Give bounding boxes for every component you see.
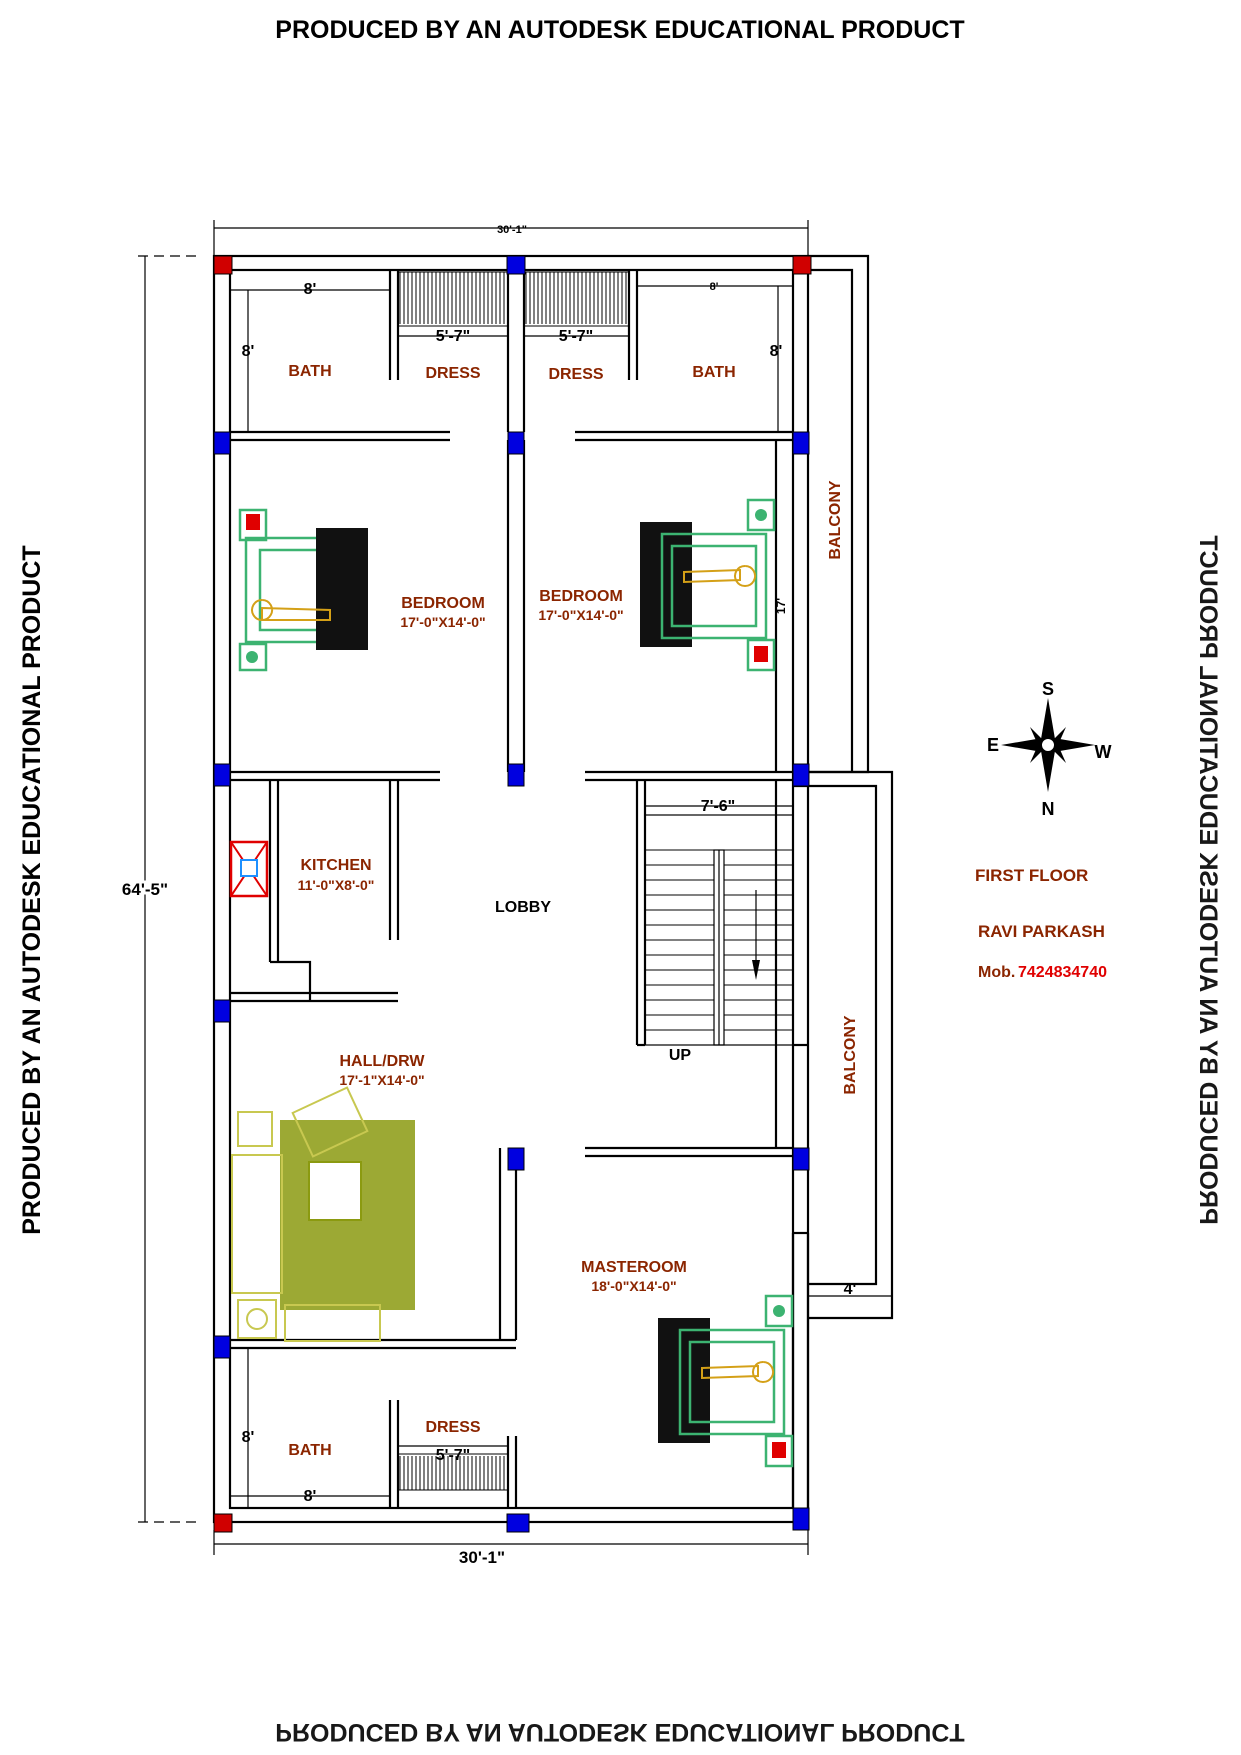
bed-right	[640, 498, 776, 672]
dim-bath-left-height: 8'	[242, 343, 255, 360]
label-bedroom-left: BEDROOM	[401, 595, 485, 612]
columns	[213, 255, 812, 1533]
dim-bath-left-width: 8'	[304, 281, 317, 298]
label-hall: HALL/DRW	[339, 1053, 425, 1070]
room-labels: BATH DRESS DRESS BATH BEDROOM 17'-0"X14'…	[288, 363, 859, 1459]
mobile-label: Mob.	[978, 964, 1015, 981]
label-bath-top-left: BATH	[288, 363, 331, 380]
label-kitchen: KITCHEN	[300, 857, 371, 874]
label-master-room: MASTEROOM	[581, 1259, 687, 1276]
title-info: FIRST FLOOR RAVI PARKASH Mob. 7424834740	[975, 866, 1107, 981]
dim-bottom-bath-width: 8'	[304, 1488, 317, 1505]
dim-balcony-offset: 4'	[844, 1281, 857, 1298]
label-dress-top-left: DRESS	[425, 365, 480, 382]
hall-sofa-set	[231, 1086, 415, 1342]
bed-left	[238, 508, 368, 672]
dim-dress-left-width: 5'-7"	[436, 328, 471, 345]
label-lobby: LOBBY	[495, 899, 551, 916]
floor-label: FIRST FLOOR	[975, 866, 1088, 885]
dim-dress-right-width: 5'-7"	[559, 328, 594, 345]
compass-south: S	[1042, 679, 1054, 699]
compass-east: E	[987, 735, 999, 755]
label-bath-top-right: BATH	[692, 364, 735, 381]
watermark-bottom-mirrored: PRODUCED BY AN AUTODESK EDUCATIONAL PROD…	[275, 1718, 964, 1746]
label-bedroom-right-size: 17'-0"X14'-0"	[538, 607, 623, 623]
label-dress-bottom: DRESS	[425, 1419, 480, 1436]
dim-top-width: 30'-1"	[497, 224, 527, 236]
compass-west: W	[1095, 742, 1112, 762]
kitchen-stove	[229, 840, 269, 898]
dim-bottom-width: 30'-1"	[459, 1548, 505, 1567]
bed-master	[658, 1294, 794, 1468]
dim-bottom-bath-height: 8'	[242, 1429, 255, 1446]
watermark-right-mirrored: PRODUCED BY AN AUTODESK EDUCATIONAL PROD…	[1194, 535, 1222, 1224]
watermark-top: PRODUCED BY AN AUTODESK EDUCATIONAL PROD…	[275, 16, 964, 44]
mobile-number: 7424834740	[1018, 964, 1107, 981]
label-balcony-top: BALCONY	[827, 480, 844, 559]
compass-north: N	[1042, 799, 1055, 819]
label-master-room-size: 18'-0"X14'-0"	[591, 1278, 676, 1294]
label-balcony-bottom: BALCONY	[842, 1015, 859, 1094]
label-bath-bottom: BATH	[288, 1442, 331, 1459]
dim-overall-depth: 64'-5"	[122, 880, 168, 899]
label-bedroom-right: BEDROOM	[539, 588, 623, 605]
overall-dimensions: 30'-1" 30'-1" 64'-5"	[119, 220, 809, 1567]
compass-rose: S N E W	[987, 679, 1112, 819]
label-hall-size: 17'-1"X14'-0"	[339, 1072, 424, 1088]
inner-dimensions: 8' 8' 5'-7" 5'-7" 8' 8' 17' 7'-6" 4' 8' …	[230, 281, 892, 1508]
label-dress-top-right: DRESS	[548, 366, 603, 383]
dim-stair-width: 7'-6"	[701, 798, 736, 815]
interior-walls	[230, 270, 810, 1508]
label-kitchen-size: 11'-0"X8'-0"	[298, 877, 375, 893]
label-bedroom-left-size: 17'-0"X14'-0"	[400, 614, 485, 630]
dim-bedroom-right-height: 17'	[774, 598, 788, 614]
owner-name: RAVI PARKASH	[978, 922, 1105, 941]
dim-bottom-dress-width: 5'-7"	[436, 1447, 471, 1464]
wardrobe-hatches	[397, 271, 630, 1491]
stair-up-label: UP	[669, 1047, 692, 1064]
dim-bath-right-height: 8'	[770, 343, 783, 360]
dim-bath-right-width: 8'	[710, 281, 719, 293]
watermark-left: PRODUCED BY AN AUTODESK EDUCATIONAL PROD…	[18, 545, 46, 1234]
